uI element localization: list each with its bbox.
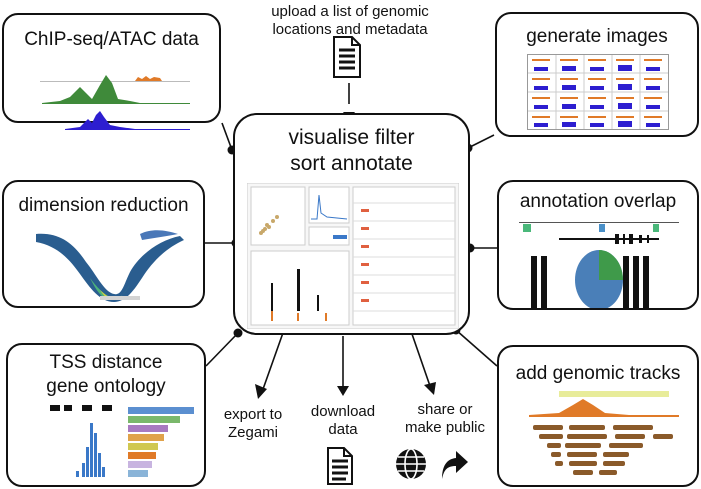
chip-seq-tracks [40, 75, 190, 130]
download-label: download data [310, 403, 376, 438]
zegami-app-screenshot [247, 183, 459, 329]
upload-label: upload a list of genomic locations and m… [271, 3, 429, 38]
chip-seq-title: ChIP-seq/ATAC data [24, 29, 199, 50]
annotation-overlap-box: annotation overlap [497, 180, 699, 310]
image-grid-thumbnail [527, 54, 669, 130]
share-label: share or make public [404, 401, 486, 436]
dimension-reduction-title: dimension reduction [18, 195, 189, 216]
dimension-reduction-box: dimension reduction [2, 180, 205, 308]
document-icon [327, 447, 353, 485]
go-title: gene ontology [46, 376, 166, 397]
generate-images-box: generate images [495, 12, 699, 137]
tss-histogram-go-bars [50, 405, 194, 477]
globe-icon [396, 448, 426, 480]
central-visualise-box: visualise filter sort annotate [233, 113, 470, 335]
tss-go-box: TSS distance gene ontology [6, 343, 206, 487]
annotation-overlap-title: annotation overlap [519, 191, 677, 212]
umap-scatter [36, 230, 184, 302]
add-tracks-box: add genomic tracks [497, 345, 699, 487]
center-title-line1: visualise filter [288, 126, 415, 149]
annotation-tracks [519, 222, 679, 308]
generate-images-title: generate images [526, 26, 668, 47]
center-title-line2: sort annotate [290, 152, 413, 175]
add-tracks-title: add genomic tracks [515, 363, 681, 384]
chip-seq-box: ChIP-seq/ATAC data [2, 13, 221, 130]
genomic-tracks-preview [529, 391, 679, 475]
tss-title: TSS distance [49, 352, 163, 373]
document-icon [333, 36, 361, 78]
share-arrow-icon [442, 451, 468, 479]
export-label: export to Zegami [223, 406, 283, 441]
